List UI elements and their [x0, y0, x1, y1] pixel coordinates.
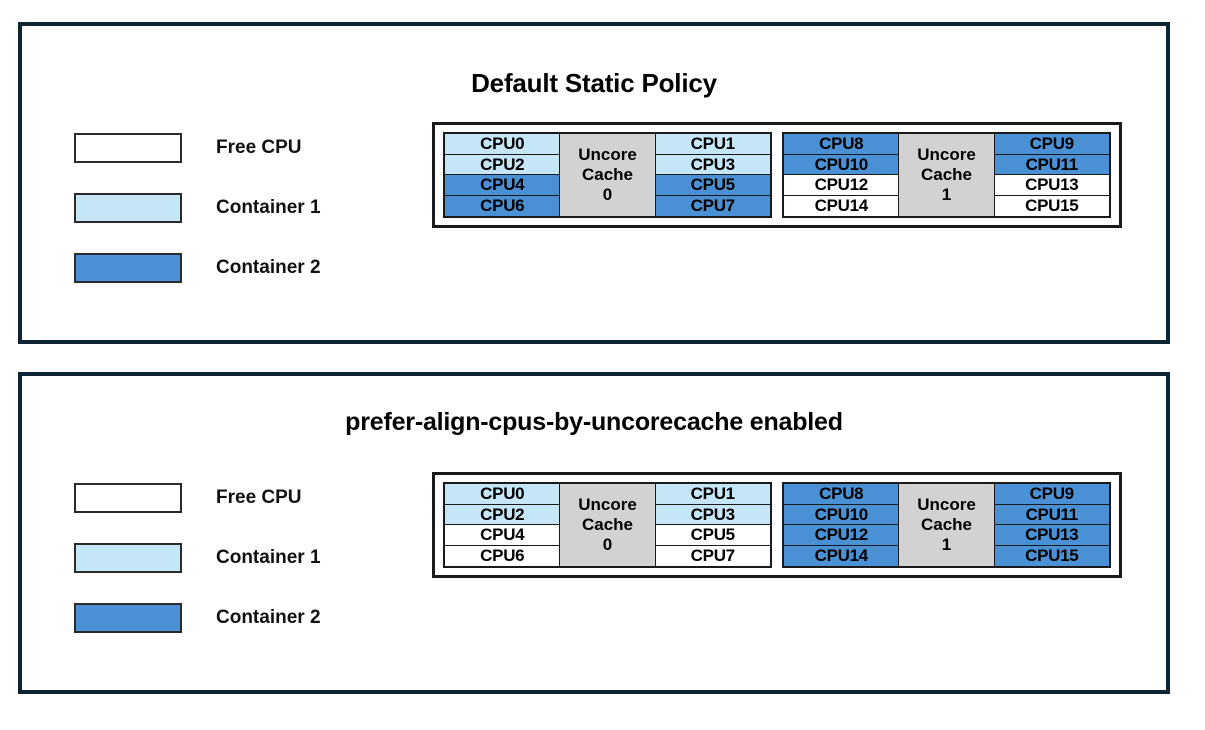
uncore-cache-line-1: Uncore: [578, 144, 637, 164]
legend-item-free-cpu: Free CPU: [74, 118, 364, 178]
cpu-cell: CPU6: [444, 544, 561, 567]
legend-swatch-container-2: [74, 603, 182, 633]
socket-uncore-cache-0: CPU0 CPU2 CPU4 CPU6 Uncore Cache 0 CPU1 …: [443, 132, 772, 218]
cpu-cell: CPU10: [783, 153, 900, 176]
cpu-cell: CPU12: [783, 174, 900, 197]
cpu-cell: CPU12: [783, 524, 900, 547]
cpu-cell: CPU15: [993, 544, 1110, 567]
cpu-cell: CPU4: [444, 524, 561, 547]
uncore-cache-index: 0: [602, 535, 613, 555]
cpu-cell: CPU0: [444, 133, 561, 156]
cpu-cell: CPU13: [993, 524, 1110, 547]
cpu-cell: CPU7: [654, 544, 771, 567]
cpu-cell: CPU11: [993, 153, 1110, 176]
cpu-cell: CPU1: [654, 483, 771, 506]
socket-uncore-cache-1: CPU8 CPU10 CPU12 CPU14 Uncore Cache 1 CP…: [782, 482, 1111, 568]
cpu-cell: CPU13: [993, 174, 1110, 197]
legend-label-free-cpu: Free CPU: [216, 487, 302, 508]
cpu-cell: CPU2: [444, 503, 561, 526]
uncore-cache-index: 1: [941, 535, 952, 555]
cpu-column-left: CPU8 CPU10 CPU12 CPU14: [783, 483, 900, 567]
cpu-topology-diagram: CPU0 CPU2 CPU4 CPU6 Uncore Cache 0 CPU1 …: [432, 122, 1122, 228]
legend-swatch-free-cpu: [74, 133, 182, 163]
cpu-cell: CPU6: [444, 194, 561, 217]
uncore-cache-index: 0: [602, 185, 613, 205]
uncore-cache-block: Uncore Cache 1: [898, 134, 995, 216]
uncore-cache-line-1: Uncore: [578, 494, 637, 514]
cpu-cell: CPU7: [654, 194, 771, 217]
socket-uncore-cache-1: CPU8 CPU10 CPU12 CPU14 Uncore Cache 1 CP…: [782, 132, 1111, 218]
cpu-cell: CPU2: [444, 153, 561, 176]
uncore-cache-line-1: Uncore: [917, 144, 976, 164]
cpu-column-right: CPU1 CPU3 CPU5 CPU7: [654, 133, 771, 217]
page-title: prefer-align-cpus-by-uncorecache enabled: [345, 408, 843, 436]
uncore-cache-block: Uncore Cache 0: [559, 484, 656, 566]
cpu-cell: CPU5: [654, 524, 771, 547]
legend-label-container-2: Container 2: [216, 607, 321, 628]
cpu-cell: CPU8: [783, 483, 900, 506]
legend-label-free-cpu: Free CPU: [216, 137, 302, 158]
uncore-cache-line-1: Uncore: [917, 494, 976, 514]
legend-bottom: Free CPU Container 1 Container 2: [74, 468, 364, 648]
uncore-cache-line-2: Cache: [920, 164, 973, 184]
cpu-cell: CPU8: [783, 133, 900, 156]
uncore-cache-block: Uncore Cache 1: [898, 484, 995, 566]
legend-label-container-1: Container 1: [216, 197, 321, 218]
legend-swatch-free-cpu: [74, 483, 182, 513]
cpu-cell: CPU14: [783, 194, 900, 217]
legend-swatch-container-2: [74, 253, 182, 283]
cpu-cell: CPU11: [993, 503, 1110, 526]
cpu-column-left: CPU0 CPU2 CPU4 CPU6: [444, 133, 561, 217]
page-title: Default Static Policy: [471, 68, 717, 98]
uncore-cache-index: 1: [941, 185, 952, 205]
cpu-cell: CPU3: [654, 153, 771, 176]
socket-uncore-cache-0: CPU0 CPU2 CPU4 CPU6 Uncore Cache 0 CPU1 …: [443, 482, 772, 568]
cpu-column-left: CPU0 CPU2 CPU4 CPU6: [444, 483, 561, 567]
legend-swatch-container-1: [74, 193, 182, 223]
legend-label-container-1: Container 1: [216, 547, 321, 568]
cpu-cell: CPU4: [444, 174, 561, 197]
cpu-column-right: CPU9 CPU11 CPU13 CPU15: [993, 483, 1110, 567]
legend-item-container-2: Container 2: [74, 588, 364, 648]
uncore-cache-line-2: Cache: [920, 514, 973, 534]
uncore-cache-line-2: Cache: [581, 164, 634, 184]
legend-item-free-cpu: Free CPU: [74, 468, 364, 528]
cpu-cell: CPU3: [654, 503, 771, 526]
legend-item-container-1: Container 1: [74, 528, 364, 588]
cpu-cell: CPU5: [654, 174, 771, 197]
cpu-cell: CPU9: [993, 133, 1110, 156]
legend-top: Free CPU Container 1 Container 2: [74, 118, 364, 298]
cpu-cell: CPU9: [993, 483, 1110, 506]
legend-swatch-container-1: [74, 543, 182, 573]
cpu-cell: CPU10: [783, 503, 900, 526]
legend-item-container-1: Container 1: [74, 178, 364, 238]
legend-label-container-2: Container 2: [216, 257, 321, 278]
legend-item-container-2: Container 2: [74, 238, 364, 298]
panel-prefer-align-cpus-by-uncorecache: prefer-align-cpus-by-uncorecache enabled…: [18, 372, 1170, 694]
cpu-column-left: CPU8 CPU10 CPU12 CPU14: [783, 133, 900, 217]
cpu-cell: CPU14: [783, 544, 900, 567]
cpu-cell: CPU1: [654, 133, 771, 156]
cpu-column-right: CPU9 CPU11 CPU13 CPU15: [993, 133, 1110, 217]
uncore-cache-block: Uncore Cache 0: [559, 134, 656, 216]
cpu-cell: CPU15: [993, 194, 1110, 217]
panel-default-static-policy: Default Static Policy Free CPU Container…: [18, 22, 1170, 344]
cpu-cell: CPU0: [444, 483, 561, 506]
cpu-column-right: CPU1 CPU3 CPU5 CPU7: [654, 483, 771, 567]
cpu-topology-diagram: CPU0 CPU2 CPU4 CPU6 Uncore Cache 0 CPU1 …: [432, 472, 1122, 578]
uncore-cache-line-2: Cache: [581, 514, 634, 534]
